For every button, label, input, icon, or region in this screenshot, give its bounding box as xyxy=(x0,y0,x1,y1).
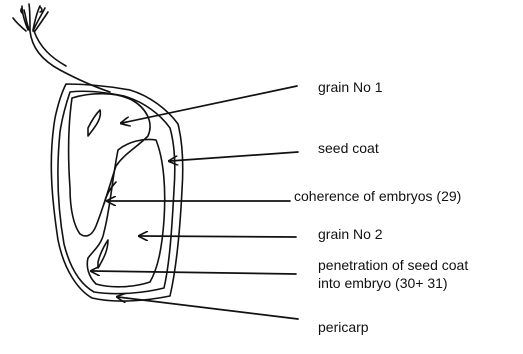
label-penetration-line-2: into embryo (30+ 31) xyxy=(318,275,448,292)
label-coherence-of-embryos: coherence of embryos (29) xyxy=(294,188,461,205)
grain-1-outline xyxy=(69,94,150,236)
arrow-grain-no-2 xyxy=(140,236,296,237)
arrow-grain-no-1 xyxy=(122,86,297,123)
stigma-tip xyxy=(13,4,48,31)
label-pericarp: pericarp xyxy=(318,319,369,336)
label-grain-no-2: grain No 2 xyxy=(318,226,383,243)
pericarp-outline xyxy=(51,84,182,301)
grain-2-outline xyxy=(87,139,164,286)
grain-1-mark xyxy=(88,110,100,136)
label-grain-no-1: grain No 1 xyxy=(318,79,383,96)
arrow-pericarp xyxy=(118,297,298,319)
style-stalk-inner xyxy=(34,31,66,66)
style-stalk xyxy=(30,31,110,92)
label-penetration-line-1: penetration of seed coat xyxy=(318,257,468,274)
arrow-seed-coat xyxy=(170,152,298,161)
arrow-penetration xyxy=(92,271,296,274)
label-seed-coat: seed coat xyxy=(318,140,379,157)
